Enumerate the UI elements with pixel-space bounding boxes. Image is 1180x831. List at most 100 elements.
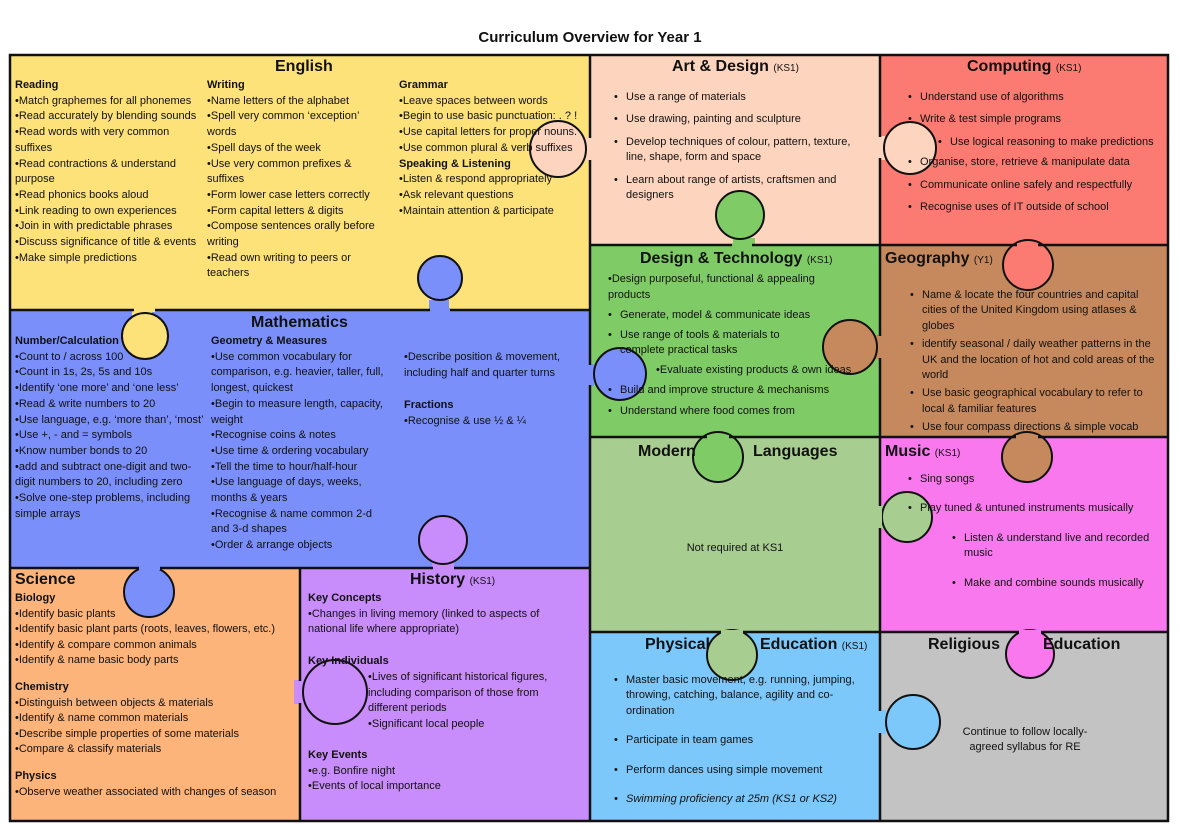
list-item: Distinguish between objects & materials [15,696,297,712]
list-item: Match graphemes for all phonemes [15,94,203,110]
list-item: Compare & classify materials [15,742,297,758]
music-heading: Music (KS1) [885,443,961,460]
list-item: Listen & understand live and recorded mu… [952,531,1163,562]
list-item: Count in 1s, 2s, 5s and 10s [15,365,205,381]
ml-heading-a: Modern [638,443,696,460]
biology-heading: Biology [15,592,56,604]
history-events: Key Events e.g. Bonfire night Events of … [308,748,568,795]
list-item: identify seasonal / daily weather patter… [910,337,1160,383]
list-item: Ask relevant questions [399,188,579,204]
list-item: Use common vocabulary for comparison, e.… [211,350,386,397]
list-item: Recognise & use ½ & ¼ [404,414,580,430]
list-item: Spell very common ‘exception’ words [207,109,387,140]
list-item: Spell days of the week [207,141,387,157]
list-item: Begin to measure length, capacity, weigh… [211,397,386,428]
history-concepts: Key Concepts Changes in living memory (l… [308,591,568,638]
list-item: Identify & name common materials [15,711,297,727]
list-item: Significant local people [368,717,573,733]
list-item: Changes in living memory (linked to aspe… [308,607,568,638]
list-item: Recognise coins & notes [211,428,386,444]
list-item: Listen & respond appropriately [399,172,579,188]
english-heading: English [275,58,333,75]
list-item: Design purposeful, functional & appealin… [608,272,828,303]
list-item: Learn about range of artists, craftsmen … [614,173,872,204]
list-item: Read contractions & understand purpose [15,157,203,188]
list-item: Communicate online safely and respectful… [908,178,1158,194]
list-item: Write & test simple programs [908,112,1158,128]
list-item: Read own writing to peers or teachers [207,251,387,282]
list-item: Read phonics books aloud [15,188,203,204]
maths-number: Number/Calculation Count to / across 100… [15,334,205,522]
events-heading: Key Events [308,749,368,761]
art-heading: Art & Design (KS1) [672,58,799,75]
computing-list: Understand use of algorithms Write & tes… [908,90,1158,216]
list-item: Read words with very common suffixes [15,125,203,156]
science-list: Biology Identify basic plants Identify b… [15,591,297,800]
list-item: Understand use of algorithms [908,90,1158,106]
list-item: Understand where food comes from [608,404,878,420]
list-item: Know number bonds to 20 [15,444,205,460]
reading-heading: Reading [15,79,59,91]
re-heading-a: Religious [928,636,1001,653]
list-item: Leave spaces between words [399,94,579,110]
list-item: Build and improve structure & mechanisms [608,383,878,399]
dt-list: Design purposeful, functional & appealin… [608,272,851,420]
list-item: Form capital letters & digits [207,204,387,220]
list-item: Master basic movement, e.g. running, jum… [614,673,864,719]
list-item: Name & locate the four countries and cap… [910,288,1160,334]
list-item: Develop techniques of colour, pattern, t… [614,135,872,166]
list-item: Use very common prefixes & suffixes [207,157,387,188]
list-item: Generate, model & communicate ideas [608,308,828,324]
list-item: Use time & ordering vocabulary [211,444,386,460]
list-item: Compose sentences orally before writing [207,219,387,250]
concepts-heading: Key Concepts [308,592,382,604]
list-item: Identify ‘one more’ and ‘one less’ [15,381,205,397]
list-item: Recognise uses of IT outside of school [908,200,1158,216]
speaking-heading: Speaking & Listening [399,157,511,170]
page-title: Curriculum Overview for Year 1 [478,29,702,46]
fractions-heading: Fractions [404,399,454,411]
list-item: Swimming proficiency at 25m (KS1 or KS2) [614,792,864,808]
list-item: Use common plural & verb suffixes [399,141,579,157]
list-item: Use capital letters for proper nouns. [399,125,579,141]
english-grammar: Grammar Leave spaces between words Begin… [399,78,579,219]
list-item: Order & arrange objects [211,538,386,554]
maths-geometry: Geometry & Measures Use common vocabular… [211,334,386,554]
english-reading: Reading Match graphemes for all phonemes… [15,78,203,266]
list-item: Form lower case letters correctly [207,188,387,204]
list-item: Join in with predictable phrases [15,219,203,235]
list-item: Recognise & name common 2-d and 3-d shap… [211,507,386,538]
science-heading: Science [15,571,76,588]
list-item: Identify basic plants [15,607,297,623]
list-item: Read & write numbers to 20 [15,397,205,413]
list-item: Use language of days, weeks, months & ye… [211,475,386,506]
list-item: Participate in team games [614,733,864,749]
list-item: Evaluate existing products & own ideas [656,363,886,379]
maths-position: Describe position & movement, including … [404,350,580,381]
list-item: Discuss significance of title & events [15,235,203,251]
geography-list: Name & locate the four countries and cap… [910,288,1160,436]
history-individuals-heading-wrap: Key Individuals [308,654,408,670]
list-item: Make and combine sounds musically [952,576,1163,592]
list-item: Events of local importance [308,779,568,795]
list-item: Play tuned & untuned instruments musical… [908,501,1163,517]
dt-heading: Design & Technology (KS1) [640,250,833,267]
list-item: Name letters of the alphabet [207,94,387,110]
maths-heading: Mathematics [251,314,348,331]
list-item: Link reading to own experiences [15,204,203,220]
list-item: Use range of tools & materials to comple… [608,328,818,359]
writing-heading: Writing [207,79,245,91]
pe-heading-a: Physical [645,636,710,653]
list-item: Observe weather associated with changes … [15,785,297,801]
list-item: Make simple predictions [15,251,203,267]
list-item: Maintain attention & participate [399,204,579,220]
list-item: Use +, - and = symbols [15,428,205,444]
list-item: Use drawing, painting and sculpture [614,112,872,128]
list-item: Use four compass directions & simple voc… [910,420,1160,436]
art-list: Use a range of materials Use drawing, pa… [614,90,872,203]
list-item: Use logical reasoning to make prediction… [938,135,1158,151]
list-item: Describe simple properties of some mater… [15,727,297,743]
geometry-heading: Geometry & Measures [211,335,328,347]
list-item: Identify & name basic body parts [15,653,297,669]
history-heading: History (KS1) [410,571,496,588]
